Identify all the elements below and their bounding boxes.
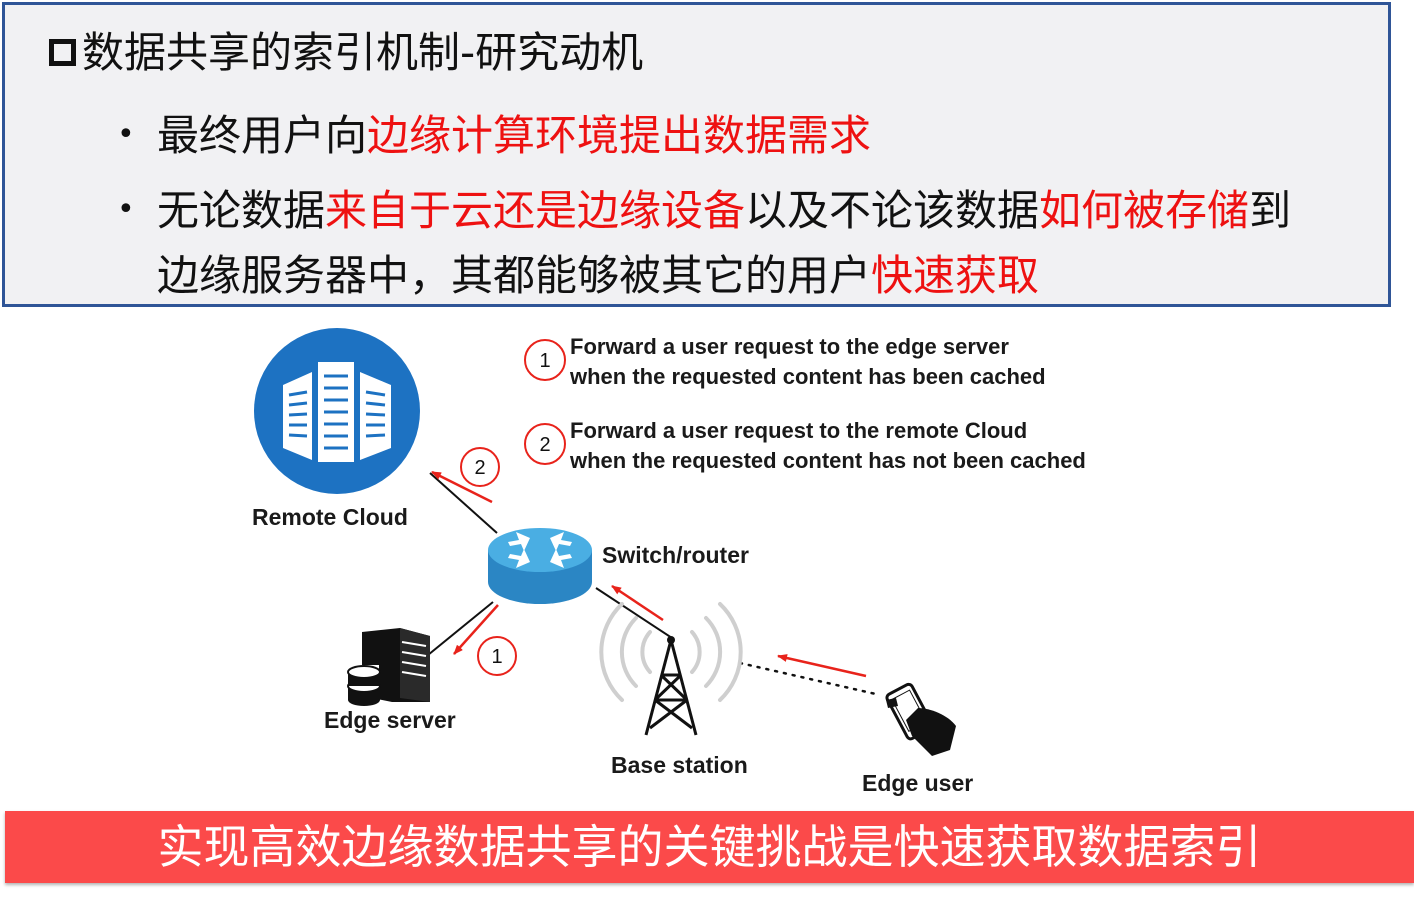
edge-server-icon (347, 628, 430, 706)
base-station-label: Base station (611, 752, 748, 778)
bullet-item-2-continued: 边缘服务器中，其都能够被其它的用户快速获取 (157, 251, 1040, 300)
bullet-dot-icon: • (117, 116, 135, 152)
base-station-icon (599, 602, 743, 736)
legend-step-2-line2: when the requested content has not been … (569, 448, 1086, 473)
cloud-server-icon (254, 328, 420, 494)
header-panel: 数据共享的索引机制-研究动机 •最终用户向边缘计算环境提出数据需求 •无论数据来… (2, 2, 1391, 307)
svg-text:2: 2 (474, 457, 485, 479)
legend-step-1-line2: when the requested content has been cach… (569, 364, 1046, 389)
network-diagram: Remote Cloud 2 1 Switch/router (252, 328, 1086, 796)
arrow-to-base-station (777, 654, 867, 678)
bullet-item-1: •最终用户向边缘计算环境提出数据需求 (117, 107, 871, 165)
svg-text:1: 1 (539, 350, 550, 372)
router-edgeserver-link (427, 601, 494, 656)
arrow-to-cloud (431, 470, 493, 504)
step-1-badge: 1 (477, 636, 517, 676)
edge-user-phone-icon (885, 682, 956, 756)
legend-step-1: 1 Forward a user request to the edge ser… (524, 334, 1046, 389)
remote-cloud-label: Remote Cloud (252, 504, 408, 530)
switch-router-label: Switch/router (602, 542, 749, 568)
router-basestation-link (595, 587, 673, 639)
wireless-link (738, 661, 882, 697)
legend-step-1-line1: Forward a user request to the edge serve… (570, 334, 1009, 359)
step-2-badge: 2 (460, 447, 500, 487)
conclusion-banner: 实现高效边缘数据共享的关键挑战是快速获取数据索引 (5, 811, 1414, 883)
svg-text:2: 2 (539, 434, 550, 456)
square-bullet-icon (49, 39, 76, 66)
svg-text:1: 1 (491, 646, 502, 668)
edge-user-label: Edge user (862, 770, 973, 796)
legend-step-2-line1: Forward a user request to the remote Clo… (570, 418, 1027, 443)
page-title: 数据共享的索引机制-研究动机 (49, 25, 643, 81)
router-icon (488, 528, 592, 604)
edge-server-label: Edge server (324, 707, 456, 733)
arrow-to-edge-server (453, 604, 499, 655)
legend-step-2: 2 Forward a user request to the remote C… (524, 418, 1086, 473)
cloud-router-link (429, 472, 498, 534)
bullet-dot-icon: • (117, 191, 135, 227)
bullet-item-2: •无论数据来自于云还是边缘设备以及不论该数据如何被存储到 (117, 182, 1291, 240)
arrow-to-router (611, 584, 664, 622)
